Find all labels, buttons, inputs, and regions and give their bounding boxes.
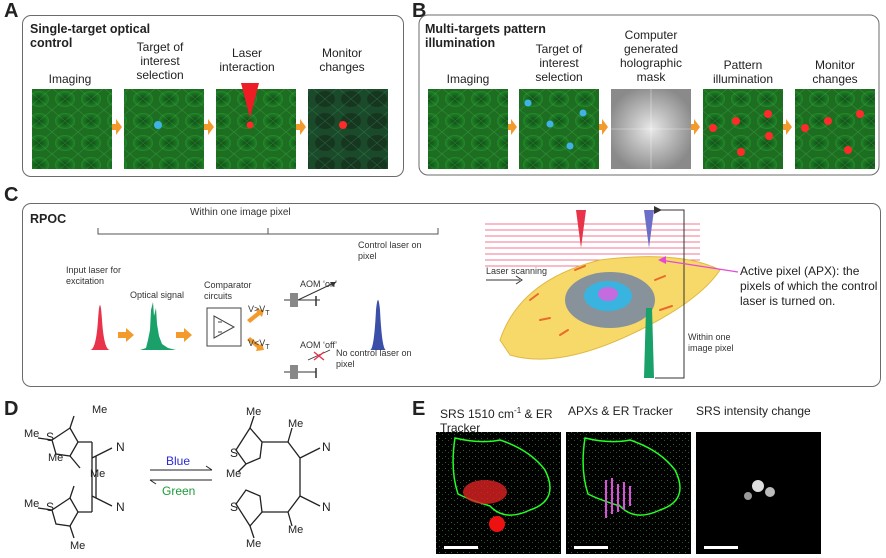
panel-b-tile-selection	[519, 89, 599, 169]
nitrile-label-1: N	[116, 440, 125, 454]
panel-a-step-laser: Laser interaction	[219, 46, 275, 74]
sulfur-label-2: S	[46, 500, 55, 514]
panel-e-graphics	[436, 432, 821, 554]
me-label-11: Me	[288, 524, 304, 536]
panel-a-arrows	[112, 119, 306, 135]
panel-a-tile-monitor	[308, 89, 388, 169]
control-on-label: Control laser on pixel	[358, 240, 422, 261]
sulfur-label-3: S	[230, 446, 239, 460]
panel-b-tile-pattern	[703, 89, 783, 169]
nitrile-label-4: N	[322, 500, 331, 514]
within-pixel-label: Within one image pixel	[190, 207, 291, 218]
e-image-1	[436, 432, 561, 554]
nitrile-label-3: N	[322, 440, 331, 454]
panel-b-tile-monitor	[795, 89, 875, 169]
panel-b-tile-imaging	[428, 89, 508, 169]
nitrile-label-2: N	[116, 500, 125, 514]
me-label-5: Me	[90, 468, 106, 480]
laser-scanning-label: Laser scanning	[486, 266, 548, 276]
me-label-7: Me	[246, 406, 262, 418]
panel-a-b-graphics	[32, 14, 880, 176]
me-label-9: Me	[226, 468, 242, 480]
panel-e-label-3: SRS intensity change	[696, 404, 811, 418]
v-lt-label: V<VT	[248, 338, 270, 351]
panel-b-step-monitor: Monitor changes	[812, 58, 858, 86]
v-gt-sub: T	[265, 309, 270, 317]
no-control-label: No control laser on pixel	[336, 348, 412, 369]
apx-description: Active pixel (APX): the pixels of which …	[740, 264, 878, 308]
e-image-2	[566, 432, 691, 554]
me-label-10: Me	[246, 538, 262, 550]
input-laser-label: Input laser for excitation	[66, 265, 122, 286]
panel-e-label-1: SRS 1510 cm-1 & ER Tracker	[440, 404, 565, 435]
panel-letter-e: E	[412, 398, 426, 420]
sulfur-label-1: S	[46, 430, 55, 444]
aom-on-label: AOM ‘on’	[300, 279, 338, 289]
panel-e-label-2: APXs & ER Tracker	[568, 404, 673, 418]
panel-a-tile-selection	[124, 89, 204, 169]
panel-a-step-selection: Target of interest selection	[136, 40, 184, 82]
e-image-3	[696, 432, 821, 554]
panel-a-tile-laser	[216, 83, 296, 169]
optical-signal-label: Optical signal	[130, 290, 185, 300]
v-gt-text: V>V	[248, 304, 266, 314]
panel-a-step-imaging: Imaging	[48, 72, 92, 86]
panel-letter-a: A	[4, 0, 19, 22]
input-laser-peak	[90, 305, 110, 350]
panel-b-arrows	[508, 119, 792, 135]
panel-e-label-1-sup: -1	[514, 406, 522, 415]
panel-b-tile-hologram	[611, 89, 691, 169]
panel-c-title: RPOC	[30, 212, 67, 226]
me-label-2: Me	[48, 452, 64, 464]
comparator-box	[206, 307, 242, 347]
panel-a-title: Single-target optical control	[30, 22, 151, 50]
reverse-label: Green	[162, 484, 196, 498]
aom-off-label: AOM ‘off’	[300, 340, 338, 350]
panel-d-graphics	[37, 415, 321, 539]
v-lt-sub: T	[265, 343, 270, 351]
me-label-3: Me	[24, 428, 40, 440]
optical-signal-peak	[140, 302, 176, 350]
me-label-6: Me	[70, 540, 86, 552]
panel-c-graphics	[90, 206, 739, 379]
thiophene-bottom	[51, 497, 79, 527]
sulfur-label-4: S	[230, 500, 239, 514]
panel-b-step-imaging: Imaging	[446, 72, 490, 86]
me-label-4: Me	[24, 498, 40, 510]
panel-e-label-1-pre: SRS 1510 cm	[440, 407, 515, 421]
me-label-1: Me	[92, 404, 108, 416]
panel-b-step-selection: Target of interest selection	[535, 42, 583, 84]
panel-b-step-pattern: Pattern illumination	[712, 58, 774, 86]
v-gt-label: V>VT	[248, 304, 270, 317]
cell-illustration	[485, 206, 739, 379]
comparator-label: Comparator circuits	[204, 280, 252, 301]
panel-a-step-monitor: Monitor changes	[319, 46, 365, 74]
panel-b-step-mask: Computer generated holographic mask	[619, 28, 683, 84]
panel-letter-d: D	[4, 398, 19, 420]
thiophene-top	[51, 427, 79, 457]
panel-e-label-1-post: & ER Tracker	[440, 407, 553, 435]
panel-a-tile-imaging	[32, 89, 112, 169]
me-label-8: Me	[288, 418, 304, 430]
panel-letter-c: C	[4, 184, 19, 206]
v-lt-text: V<V	[248, 338, 266, 348]
forward-label: Blue	[166, 454, 191, 468]
panel-b-title: Multi-targets pattern illumination	[425, 22, 546, 50]
within-one-image-pixel-label: Within one image pixel	[688, 332, 734, 353]
control-laser-peak	[370, 300, 386, 350]
